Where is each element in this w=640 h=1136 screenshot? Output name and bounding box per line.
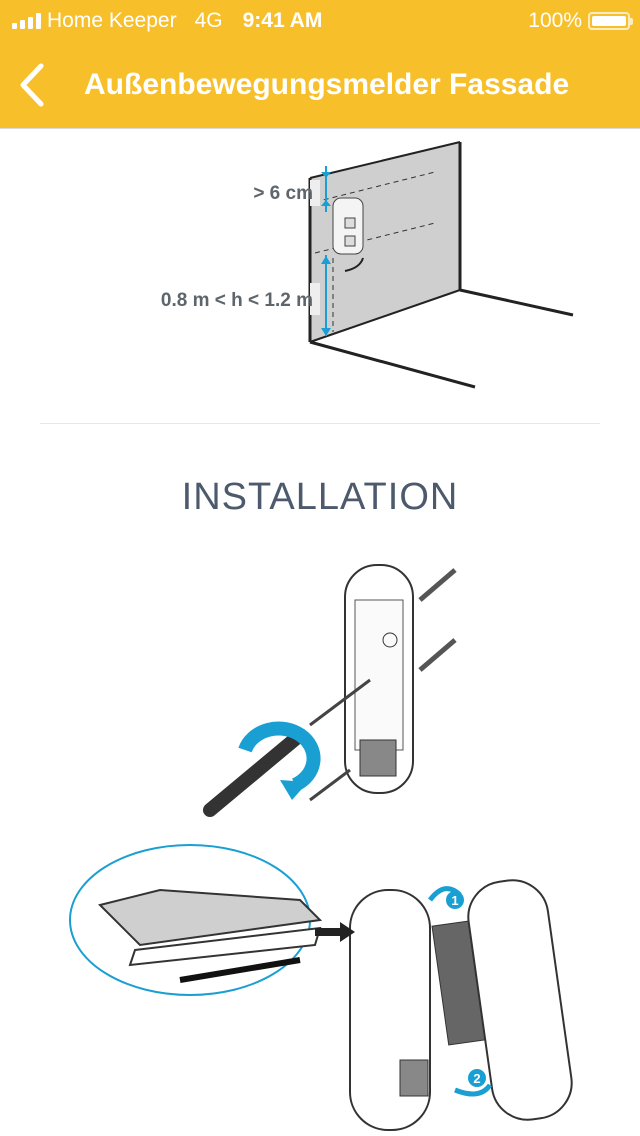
step-2-badge: 2 <box>473 1071 480 1086</box>
battery-percent: 100% <box>528 9 582 32</box>
battery-icon <box>588 12 633 30</box>
carrier-label: Home Keeper <box>47 9 177 32</box>
signal-icon <box>12 13 41 29</box>
clock: 9:41 AM <box>242 9 323 32</box>
wall-mounting-illustration <box>203 564 457 817</box>
status-bar: Home Keeper 4G 9:41 AM 100% <box>12 8 633 34</box>
step-1-badge: 1 <box>451 893 458 908</box>
battery-insertion-illustration: 1 2 <box>69 844 573 1131</box>
top-clearance-label: > 6 cm <box>253 183 313 204</box>
app-header: Home Keeper 4G 9:41 AM 100% Außenbewegun… <box>0 0 640 129</box>
page-title: Außenbewegungsmelder Fassade <box>84 68 570 101</box>
section-divider <box>40 423 600 424</box>
height-range-label: 0.8 m < h < 1.2 m <box>161 290 313 311</box>
back-button[interactable] <box>2 56 62 114</box>
chevron-left-icon <box>20 63 44 107</box>
section-heading: INSTALLATION <box>181 476 459 518</box>
nav-bar: Außenbewegungsmelder Fassade <box>0 56 640 114</box>
network-label: 4G <box>194 9 223 32</box>
mounting-height-illustration: > 6 cm 0.8 m < h < 1.2 m <box>161 141 574 389</box>
